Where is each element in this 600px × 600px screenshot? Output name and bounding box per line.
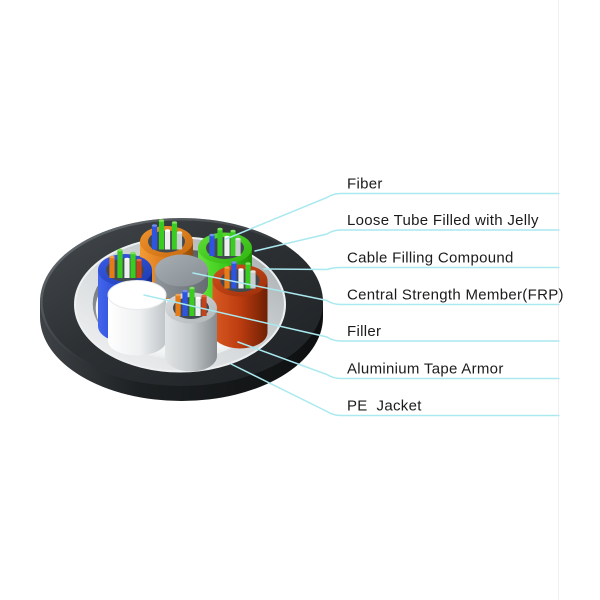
leader-line-loose-tube	[254, 229, 560, 252]
fiber	[176, 231, 183, 250]
fiber	[109, 255, 115, 278]
loose-tube-red	[212, 261, 268, 349]
leader-line-fiber	[225, 192, 560, 240]
leader-line-central-member	[192, 272, 560, 306]
cable-cross-section	[40, 217, 323, 401]
tube-body	[212, 280, 268, 349]
loose-tube-gray	[165, 286, 218, 372]
filler-top	[107, 280, 167, 310]
fiber	[245, 262, 251, 289]
leader-line-filling-compound	[263, 266, 560, 271]
fiber	[164, 229, 171, 250]
fiber	[124, 257, 130, 278]
fiber	[201, 294, 207, 316]
label-pe-jacket: PE Jacket	[347, 398, 422, 415]
fiber	[209, 233, 215, 256]
pe-jacket-highlight	[40, 217, 323, 387]
label-armor: Aluminium Tape Armor	[347, 361, 504, 378]
fiber	[130, 251, 136, 278]
fiber	[136, 258, 142, 278]
fiber	[250, 270, 256, 289]
filler-cylinder	[107, 280, 167, 356]
leader-line-filler	[143, 294, 560, 342]
fiber	[224, 266, 230, 289]
fiber	[158, 219, 165, 250]
labels: Fiber Loose Tube Filled with Jelly Cable…	[347, 176, 564, 415]
fiber	[117, 248, 123, 278]
fiber	[238, 268, 244, 289]
fiber	[235, 237, 241, 256]
fiber	[231, 261, 237, 289]
label-filling-compound: Cable Filling Compound	[347, 250, 514, 267]
fiber	[189, 286, 195, 316]
label-central-member: Central Strength Member(FRP)	[347, 287, 564, 304]
fiber	[182, 289, 188, 316]
label-fiber: Fiber	[347, 176, 383, 193]
fiber	[151, 224, 158, 250]
member-top	[155, 254, 208, 287]
leader-line-armor	[237, 341, 560, 380]
fiber	[171, 221, 178, 250]
label-filler: Filler	[347, 323, 381, 340]
fiber	[175, 293, 181, 316]
filler-side	[108, 295, 166, 356]
fiber	[217, 227, 223, 256]
tube-body	[165, 308, 218, 372]
fiber	[230, 229, 236, 256]
leader-lines	[143, 192, 560, 417]
leader-line-pe-jacket	[230, 363, 560, 417]
label-loose-tube: Loose Tube Filled with Jelly	[347, 212, 539, 229]
